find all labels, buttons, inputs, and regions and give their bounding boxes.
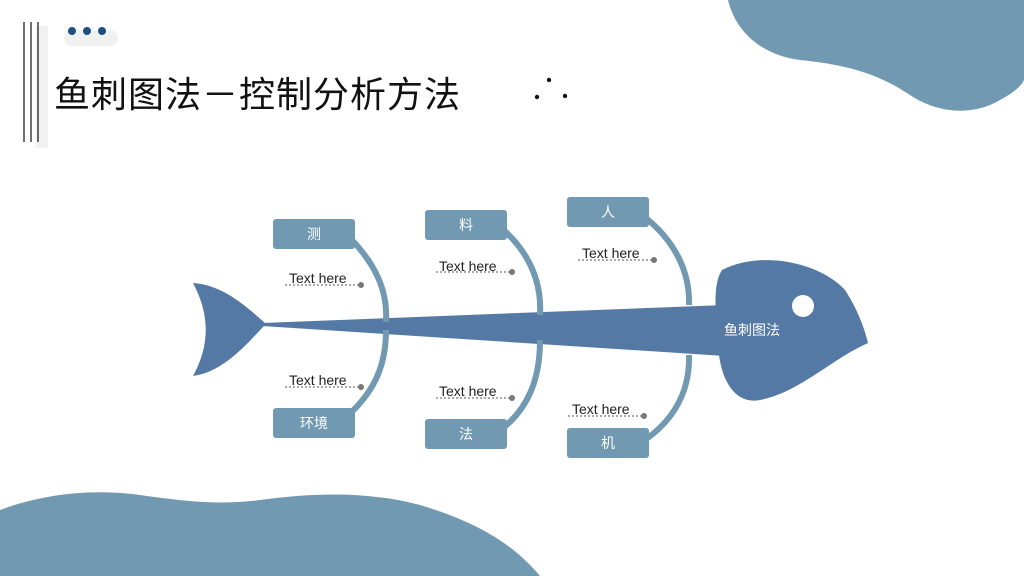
note-dot: [358, 384, 364, 390]
fish-tail: [193, 283, 266, 376]
note-dot: [509, 269, 515, 275]
page-title: 鱼刺图法－控制分析方法: [54, 75, 462, 116]
bone-label-people: 人: [567, 197, 649, 227]
fish-spine: [262, 305, 725, 356]
bone-arc-top-3: [640, 212, 693, 306]
note-text: Text here: [439, 258, 497, 274]
dot-icon: [546, 77, 552, 83]
bone-arc-bottom-1: [343, 329, 389, 421]
bone-label-machine: 机: [567, 428, 649, 458]
top-right-blob: [728, 0, 1024, 111]
dot-icon: [68, 27, 76, 35]
note-dot: [509, 395, 515, 401]
fish-head-label: 鱼刺图法: [724, 323, 780, 339]
note-dot: [358, 282, 364, 288]
bone-label-method: 法: [425, 419, 507, 449]
note-text: Text here: [289, 270, 347, 286]
title-bar-bg: [36, 26, 48, 148]
fish-eye: [792, 295, 814, 317]
bottom-left-blob: [0, 492, 540, 576]
bone-arc-bottom-3: [640, 354, 693, 445]
note-text: Text here: [289, 372, 347, 388]
note-dot: [651, 257, 657, 263]
bone-label-material: 料: [425, 210, 507, 240]
note-text: Text here: [572, 401, 630, 417]
note-text: Text here: [582, 245, 640, 261]
fish-head: [715, 260, 868, 401]
dot-icon: [562, 93, 568, 99]
dot-icon: [83, 27, 91, 35]
bone-label-environment: 环境: [273, 408, 355, 438]
dot-icon: [534, 94, 540, 100]
note-text: Text here: [439, 383, 497, 399]
bone-label-measure: 测: [273, 219, 355, 249]
dot-icon: [98, 27, 106, 35]
note-dot: [641, 413, 647, 419]
